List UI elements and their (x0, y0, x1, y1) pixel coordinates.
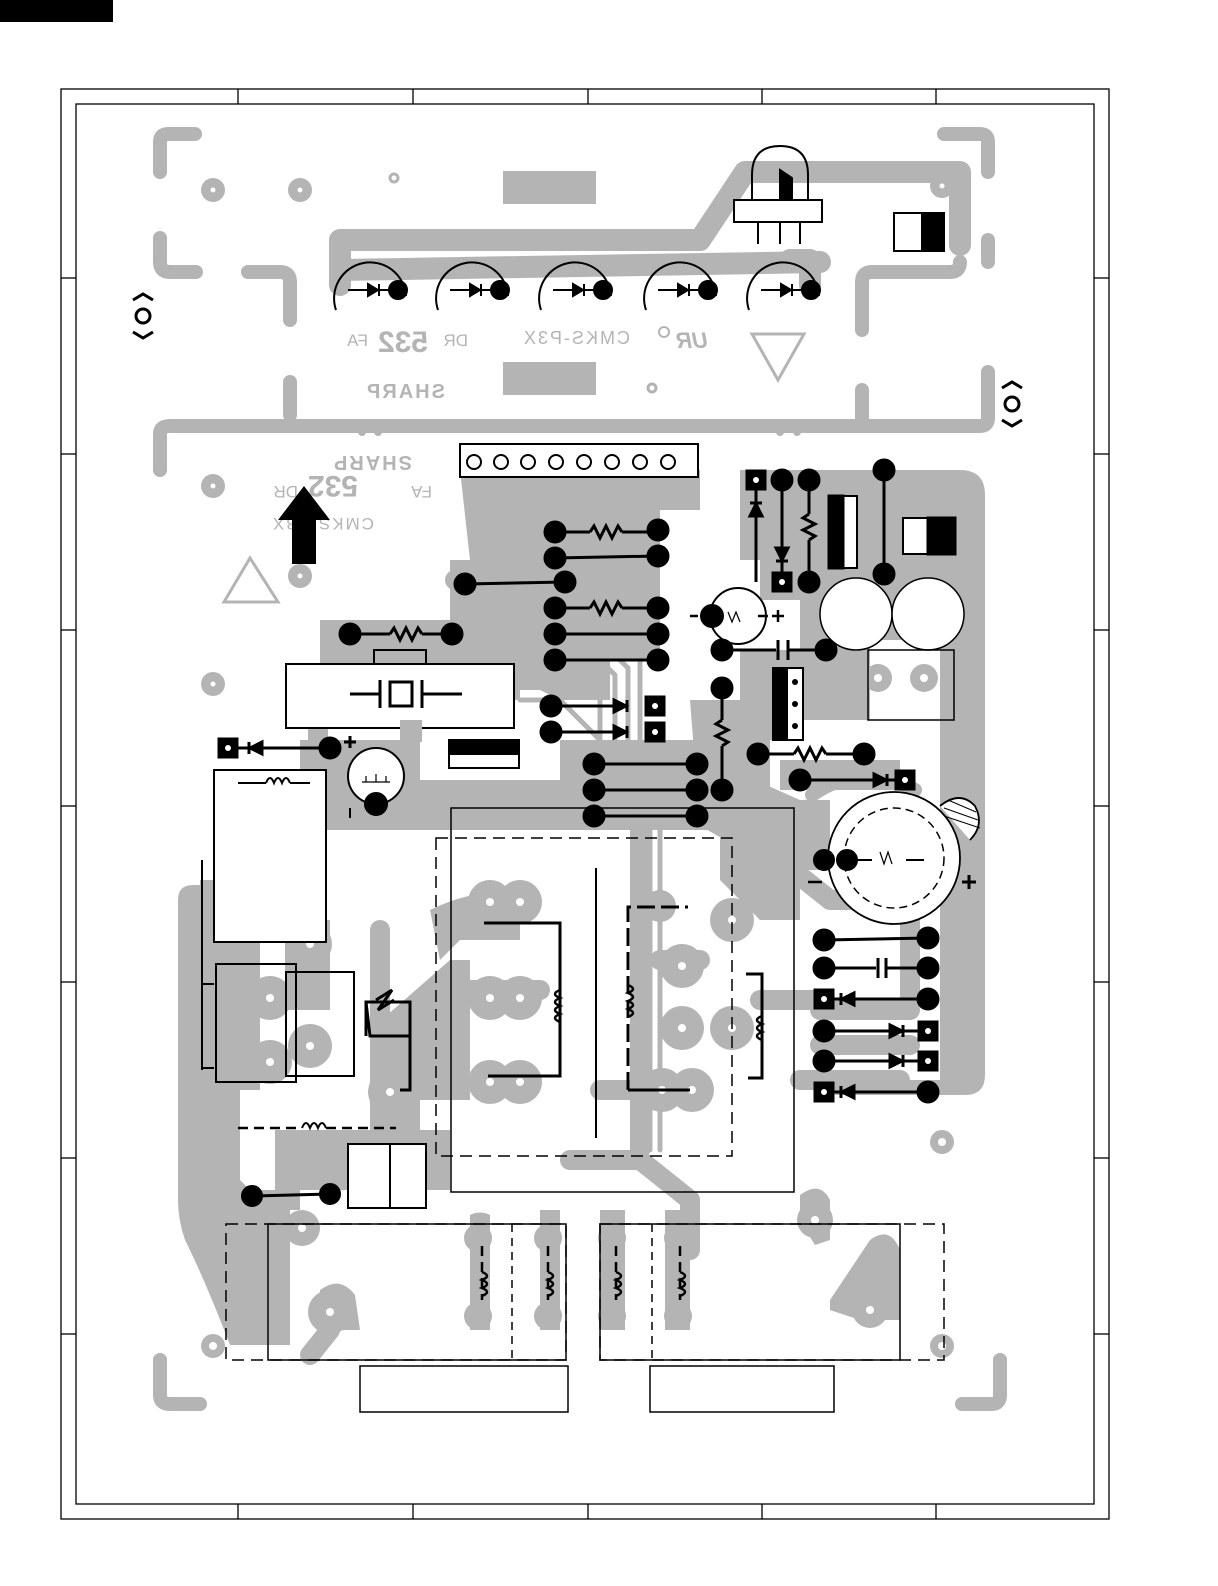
small-ic (773, 668, 803, 740)
crystal-pad (400, 720, 422, 742)
triangle-outline-icon (224, 558, 278, 602)
silk-mirrored-model-suffix: DR (443, 331, 468, 350)
silk-mirrored-cert-mark: UR (676, 328, 708, 353)
silk-mirrored-model-number: 532 (378, 326, 428, 359)
silk-mirrored-maker: SHARP (365, 381, 445, 403)
silk-model-suffix: DR (273, 482, 298, 501)
silk-model-prefix: FA (411, 482, 432, 501)
main-connector-strip (460, 444, 698, 477)
bottom-terminals (360, 1366, 834, 1412)
ir-receiver (734, 146, 822, 244)
capacitor-icon (814, 958, 938, 978)
mount-registration-icon (133, 294, 153, 338)
silk-model-number: 532 (308, 469, 358, 502)
triangle-outline-icon (752, 334, 804, 380)
diode-icon (219, 736, 356, 758)
mount-registration-icon (1002, 382, 1022, 426)
silk-mirrored-board-code: CMKS-P3X (522, 328, 630, 348)
lower-board-outline (160, 1360, 1000, 1404)
ic-package (449, 740, 519, 768)
silk-mirrored-model-prefix: FA (347, 331, 368, 350)
upper-connector (894, 213, 944, 251)
